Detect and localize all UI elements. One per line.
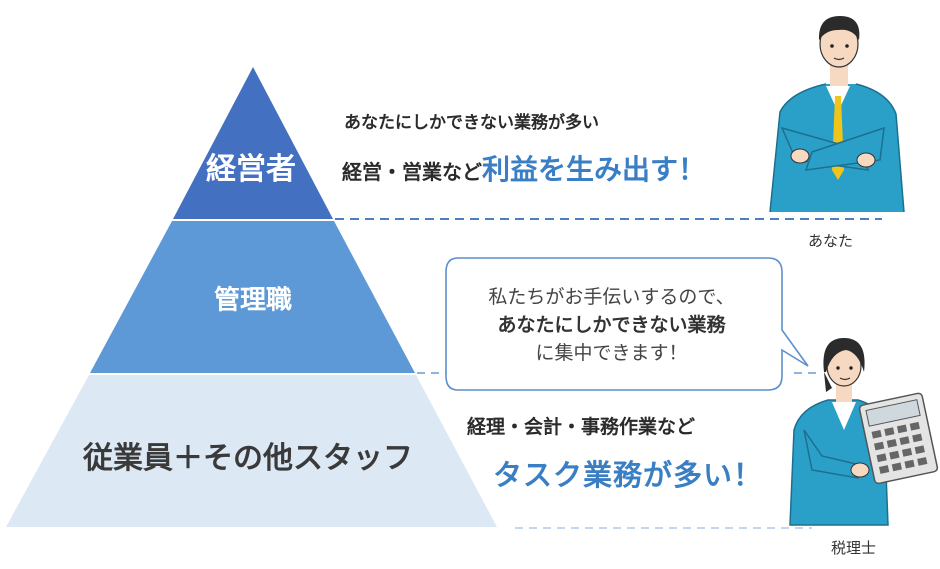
bottom-subtitle: 経理・会計・事務作業など	[467, 416, 696, 438]
top-headline-emphasis: 利益を生み出す！	[482, 153, 707, 186]
top-subtitle: あなたにしかできない業務が多い	[344, 113, 599, 133]
pyramid-tier-staff	[6, 375, 497, 527]
bubble-line-2: あなたにしかできない業務	[497, 314, 726, 336]
owner-caption: あなた	[808, 232, 854, 250]
top-headline-prefix: 経営・営業など	[342, 160, 482, 184]
tier-label-executive: 経営者	[206, 152, 296, 187]
speech-bubble	[445, 257, 809, 391]
bubble-line-3: に集中できます！	[535, 342, 688, 364]
businessman-illustration	[769, 16, 905, 213]
tier-label-staff: 従業員＋その他スタッフ	[83, 441, 413, 476]
speech-bubble-text: 私たちがお手伝いするので、 あなたにしかできない業務 に集中できます！	[449, 283, 774, 367]
tier-label-manager: 管理職	[213, 285, 293, 316]
accountant-caption: 税理士	[831, 539, 877, 557]
pyramid-tier-executive	[173, 67, 333, 219]
bottom-headline: タスク業務が多い！	[493, 458, 764, 492]
top-headline: 経営・営業など利益を生み出す！	[342, 148, 706, 188]
bubble-line-1: 私たちがお手伝いするので、	[488, 286, 735, 308]
accountant-illustration	[789, 338, 939, 526]
pyramid-tier-manager	[90, 221, 415, 373]
